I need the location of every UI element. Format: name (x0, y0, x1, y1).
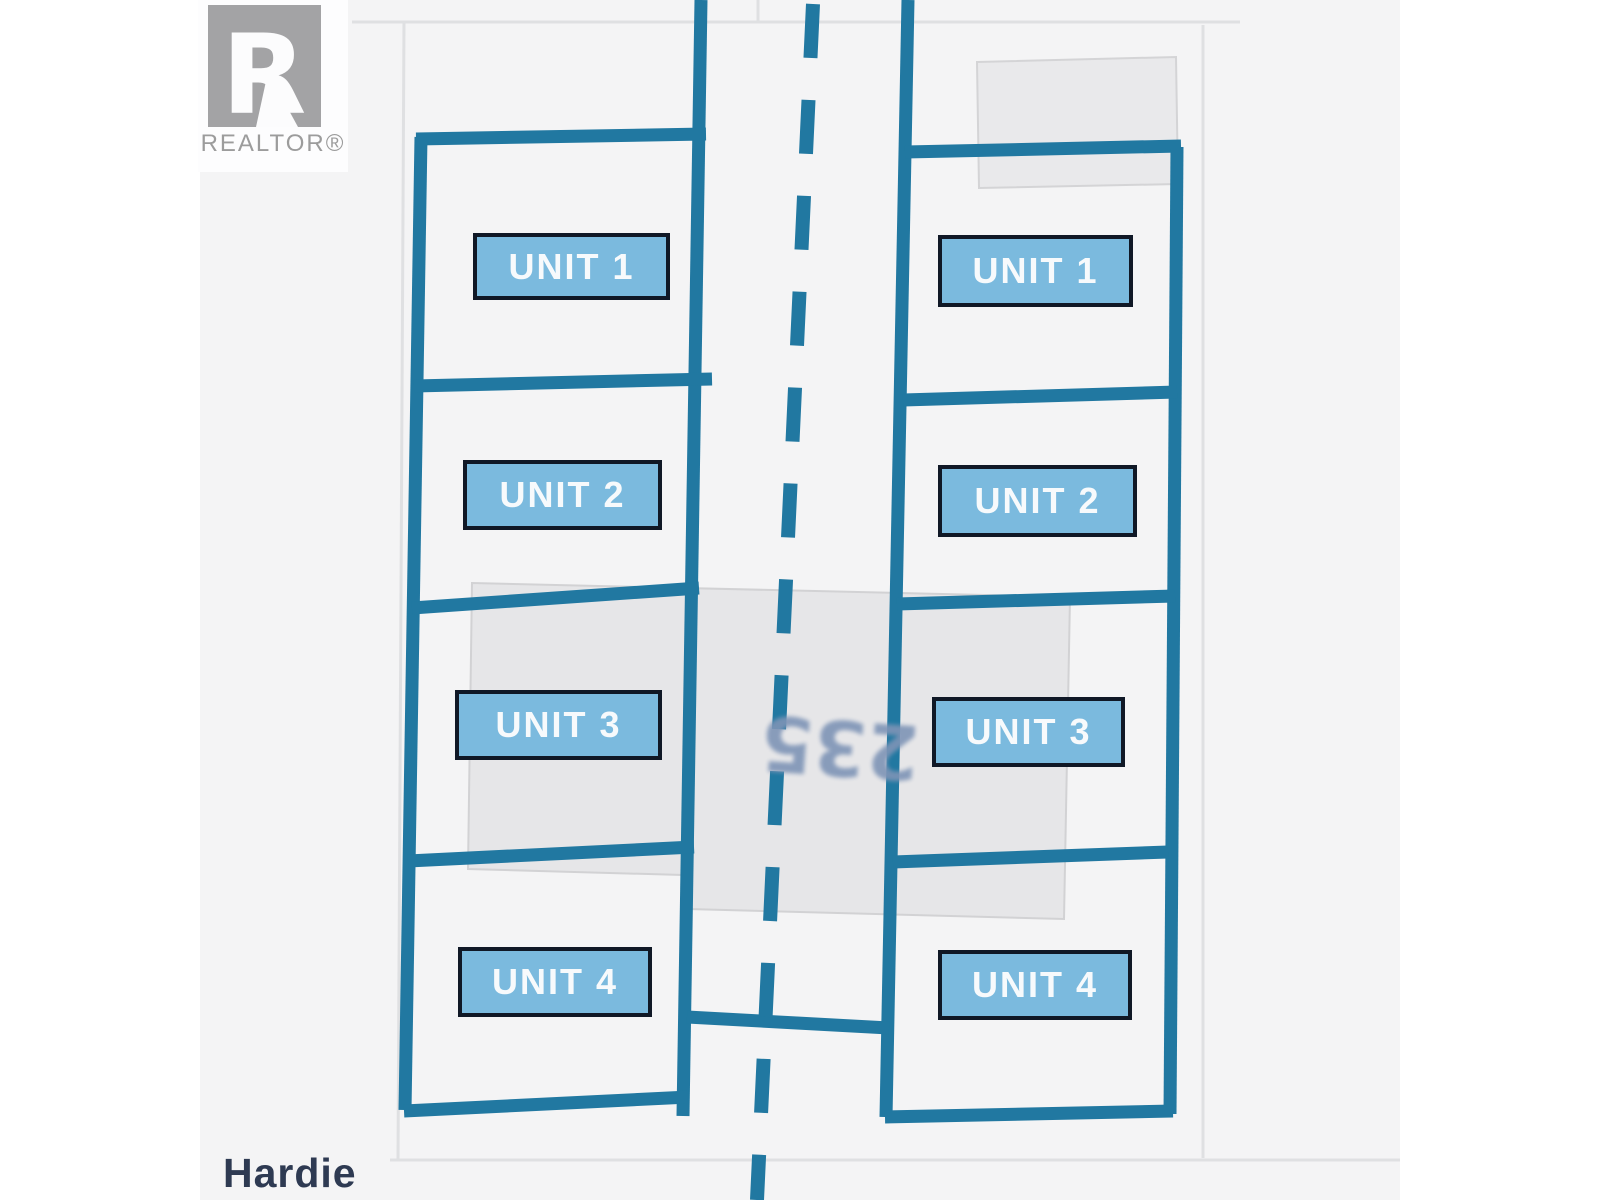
right-lot-side-line (879, 0, 915, 1118)
garage-footprint (975, 55, 1180, 190)
realtor-r-leg (256, 72, 298, 127)
lot-connector-line (686, 1010, 890, 1035)
right-divider-unit2-unit3 (896, 589, 1176, 611)
right-building-right (1163, 146, 1184, 1115)
unit-boundary-lines (398, 0, 1184, 1200)
right-divider-unit1-unit2 (902, 385, 1178, 407)
left-building-outline (398, 127, 713, 1118)
right-building-outline (884, 139, 1184, 1124)
parcel-boundary-lines (352, 0, 1400, 1162)
right-building-bottom (884, 1104, 1174, 1124)
street-name-label: Hardie (223, 1150, 357, 1196)
parcel-line-left (396, 21, 406, 1161)
left-divider-unit1-unit2 (413, 372, 713, 393)
realtor-logo: R REALTOR® (198, 0, 348, 172)
unit-label-left-1: UNIT 1 (473, 233, 670, 300)
left-divider-unit2-unit3 (411, 581, 700, 615)
realtor-wordmark: REALTOR® (200, 130, 346, 157)
property-division-dashed-line (750, 3, 820, 1200)
unit-label-right-4: UNIT 4 (938, 950, 1132, 1020)
left-building-bottom (403, 1090, 690, 1118)
house-number: 235 (757, 698, 923, 798)
left-building-left (398, 136, 428, 1111)
unit-label-right-2: UNIT 2 (938, 465, 1137, 537)
left-divider-unit3-unit4 (407, 840, 695, 868)
unit-label-left-4: UNIT 4 (458, 947, 652, 1017)
unit-label-right-3: UNIT 3 (932, 697, 1125, 767)
realtor-r-icon: R (208, 5, 321, 139)
right-divider-unit3-unit4 (892, 845, 1169, 869)
left-lot-side-line (676, 0, 708, 1117)
right-building-top (904, 139, 1182, 159)
unit-label-left-3: UNIT 3 (455, 690, 662, 760)
unit-label-left-2: UNIT 2 (463, 460, 662, 530)
left-building-top (415, 127, 707, 146)
unit-label-right-1: UNIT 1 (938, 235, 1133, 307)
